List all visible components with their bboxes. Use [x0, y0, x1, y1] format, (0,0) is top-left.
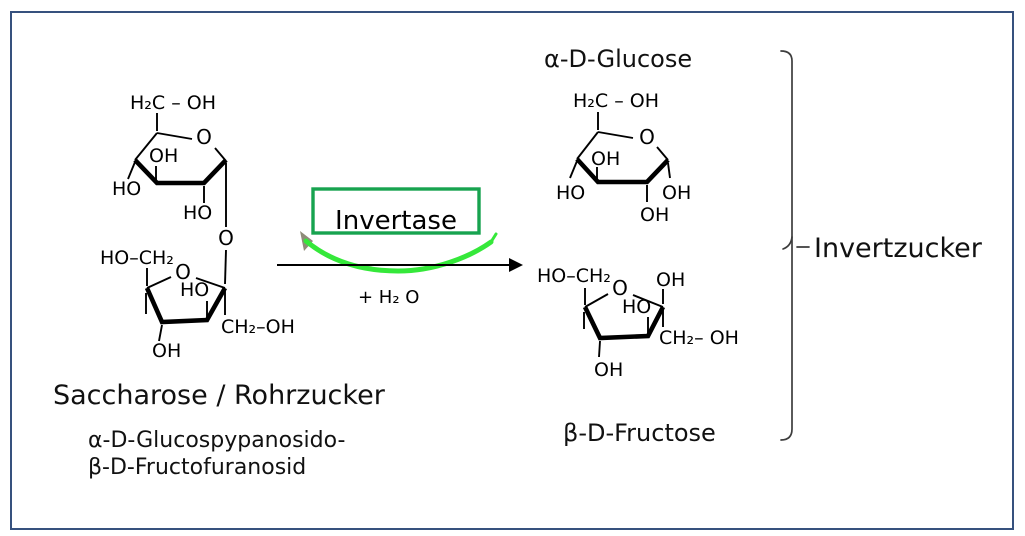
bond — [597, 131, 634, 139]
oh-label: OH — [640, 204, 669, 226]
bond-front — [582, 305, 666, 341]
bond — [584, 293, 609, 308]
bond — [146, 276, 172, 289]
diagram-frame — [10, 11, 1014, 530]
bond-front — [575, 157, 670, 185]
ch2oh-label: CH₂– OH — [659, 327, 739, 349]
bond — [632, 294, 664, 308]
bond-oh — [158, 324, 163, 342]
hoch2-label: HO–CH₂ — [537, 265, 611, 287]
bond-front — [133, 158, 228, 186]
water-label: + H₂ O — [358, 287, 419, 308]
sucrose-fructose-ring: HO–CH₂ O HO CH₂–OH OH — [100, 247, 295, 362]
enzyme-label: Invertase — [335, 206, 457, 236]
hoch2-label: HO–CH₂ — [100, 247, 174, 269]
ho-label: HO — [556, 182, 585, 204]
product-fructose-ring: HO–CH₂ O OH HO CH₂– OH OH — [537, 265, 739, 381]
oh-label: OH — [149, 145, 178, 167]
oh-label: OH — [662, 182, 691, 204]
product-glucose-ring: H₂C – OH O OH HO OH OH — [556, 90, 691, 226]
group-bracket — [780, 50, 793, 441]
bond — [134, 132, 158, 161]
ring-oxygen: O — [175, 260, 191, 284]
bond-ho — [569, 160, 578, 179]
bond-oh — [598, 340, 601, 358]
bond-glycosidic-lower — [224, 249, 227, 285]
ho-label: HO — [622, 296, 651, 318]
enzyme-box — [311, 187, 481, 235]
ch2oh-label: H₂C – OH — [130, 92, 216, 114]
bond — [195, 277, 226, 289]
substrate-systematic-line2: β-D-Fructofuranosid — [88, 455, 306, 480]
reaction-arrow-head — [509, 258, 523, 272]
oh-label: OH — [152, 340, 181, 362]
oh-label: OH — [591, 148, 620, 170]
bond — [576, 131, 599, 160]
bond-ho — [127, 161, 136, 180]
bond-oh — [667, 162, 671, 179]
ch2oh-label: CH₂–OH — [221, 316, 295, 338]
ring-oxygen: O — [612, 276, 628, 300]
ho-label: HO — [180, 279, 209, 301]
glucose-product-title: α-D-Glucose — [544, 45, 692, 73]
oh-label: OH — [656, 269, 685, 291]
ch2oh-label: H₂C – OH — [573, 90, 659, 112]
bond — [156, 132, 193, 140]
ho-label: HO — [112, 178, 141, 200]
substrate-systematic-line1: α-D-Glucospypanosido- — [88, 428, 345, 453]
enzyme-arc — [303, 238, 494, 274]
sucrose-glucose-ring: H₂C – OH O OH HO HO O — [112, 92, 234, 285]
product-group-label: Invertzucker — [814, 233, 983, 264]
group-bracket-nub — [782, 236, 793, 250]
ho-label: HO — [183, 202, 212, 224]
ring-oxygen: O — [639, 125, 655, 149]
fructose-product-title: β-D-Fructose — [563, 419, 716, 447]
glycosidic-oxygen: O — [218, 226, 234, 250]
ring-oxygen: O — [196, 125, 212, 149]
bond-front — [144, 286, 228, 325]
oh-label: OH — [594, 359, 623, 381]
enzyme-arc-tip — [489, 232, 498, 244]
substrate-name: Saccharose / Rohrzucker — [53, 380, 386, 411]
bond — [656, 146, 669, 161]
